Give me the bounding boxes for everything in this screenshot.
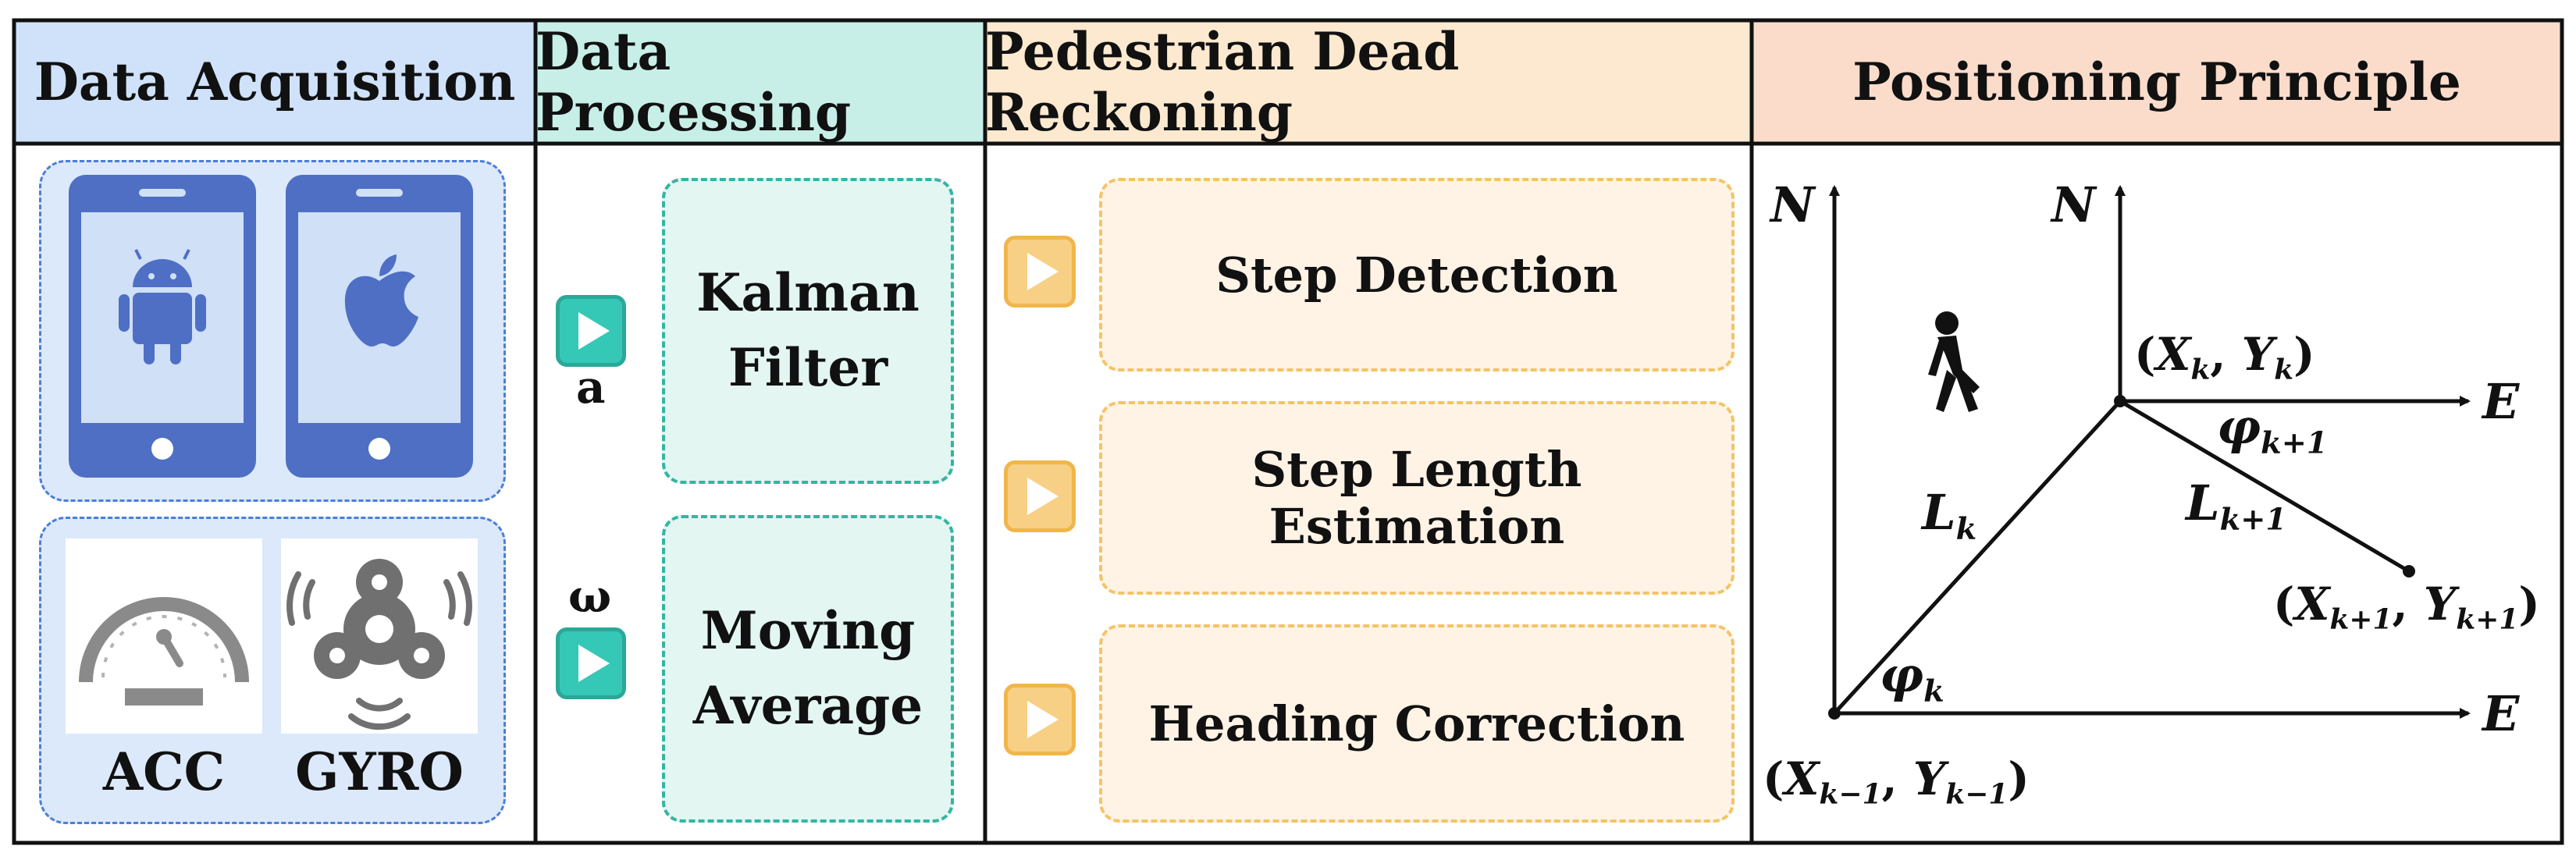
heading-k-sub: k [1923,674,1944,709]
header-data-acquisition: Data Acquisition [34,52,516,112]
point-cur [2114,395,2126,407]
coord-label-cur: (Xk, Yk) [2134,328,2315,386]
length-k1-sub: k+1 [2219,502,2287,538]
east-label-prev-text: E [2482,685,2520,742]
cur-x-sub: k [2190,353,2211,386]
east-label-cur: E [2482,373,2519,430]
heading-label-k1: φk+1 [2217,398,2328,460]
point-prev [1828,707,1841,720]
play-arrow-icon [1027,478,1059,515]
coord-label-prev: (Xk−1, Yk−1) [1763,752,2030,811]
android-phone-icon [69,175,256,478]
gyroscope-icon [281,538,478,734]
prev-x-sub: k−1 [1819,777,1882,811]
north-label-prev: N [1770,176,1815,233]
header-bg-pdr [985,20,1752,144]
step-detection-card: Step Detection [1099,178,1735,371]
length-label-k1: Lk+1 [2186,474,2286,537]
east-label-prev: E [2482,685,2519,742]
heading-k1-sub: k+1 [2261,425,2328,461]
accel-symbol: a [576,361,606,414]
header-bg-positioning [1752,20,2562,144]
play-arrow-icon [578,645,610,682]
gyro-input-marker [556,627,626,699]
step-segment-k [1833,400,2122,715]
play-arrow-icon [578,312,610,350]
length-k-base: L [1922,484,1956,541]
moving-line-2: Average [692,675,923,736]
cur-y-sub: k [2274,353,2294,386]
north-label-prev-text: N [1770,176,1815,233]
next-x: X [2294,578,2330,631]
length-label-k: Lk [1922,484,1976,546]
play-arrow-icon [1027,701,1059,738]
next-y-sub: k+1 [2456,602,2519,636]
play-arrow-icon [1027,253,1059,290]
step-detection-marker [1004,236,1076,307]
step-segment-k1 [2119,399,2411,574]
accelerometer-icon [66,538,262,734]
gyro-label: GYRO [295,741,464,802]
accel-input-marker [556,295,626,367]
heading-correction-marker [1004,684,1076,755]
heading-k1-base: φ [2217,398,2261,455]
header-pedestrian-dead-reckoning: Pedestrian Dead Reckoning [985,21,1460,143]
prev-y: Y [1912,752,1946,805]
length-k1-base: L [2186,474,2220,531]
heading-k-base: φ [1880,646,1924,703]
moving-average-card: Moving Average [662,515,954,823]
next-y: Y [2423,578,2457,631]
north-label-cur: N [2051,176,2096,233]
positioning-diagram [1828,185,2471,720]
east-label-cur-text: E [2482,373,2520,430]
header-bg-acquisition [14,20,535,144]
header-positioning-principle: Positioning Principle [1852,52,2461,112]
next-x-sub: k+1 [2329,602,2393,636]
acc-label: ACC [102,741,226,802]
apple-phone-icon [286,175,473,478]
length-k-sub: k [1955,511,1977,547]
point-next [2403,565,2415,578]
header-bg-processing [535,20,985,144]
outer-border [12,18,2564,845]
gyro-symbol: ω [568,570,612,623]
prev-x: X [1784,752,1820,805]
north-label-cur-text: N [2051,176,2096,233]
prev-y-sub: k−1 [1945,777,2008,811]
step-length-card: Step Length Estimation [1099,401,1735,595]
kalman-line-2: Filter [728,337,888,398]
cur-y: Y [2241,328,2275,381]
moving-line-1: Moving [700,600,916,662]
step-length-marker [1004,460,1076,532]
kalman-filter-card: Kalman Filter [662,178,954,484]
cur-x: X [2155,328,2191,381]
coord-label-next: (Xk+1, Yk+1) [2273,578,2540,636]
heading-correction-card: Heading Correction [1099,624,1735,823]
header-data-processing: Data Processing [535,21,852,143]
heading-label-k: φk [1880,646,1944,709]
kalman-line-1: Kalman [696,262,920,324]
walking-person-icon [1928,311,1980,412]
